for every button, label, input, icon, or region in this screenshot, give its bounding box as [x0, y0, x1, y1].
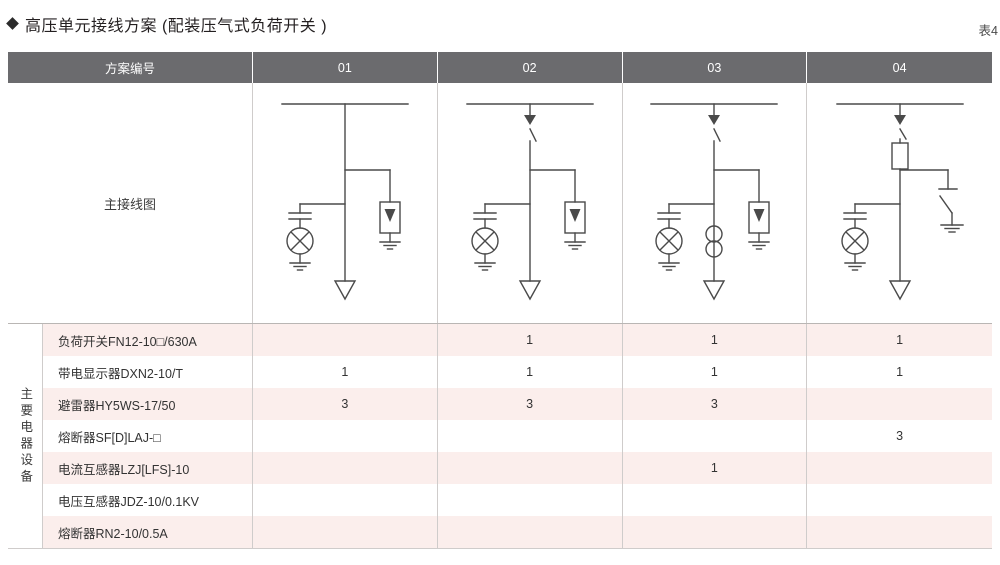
- equipment-value-02: [438, 420, 623, 452]
- equipment-value-03: 3: [623, 388, 808, 420]
- equipment-value-01: 3: [253, 388, 438, 420]
- cable-termination-symbol: [333, 280, 357, 301]
- table-number-label: 表4: [978, 24, 998, 38]
- diagram-row: 主接线图: [8, 83, 992, 324]
- cable-termination-symbol: [703, 280, 726, 301]
- equipment-value-02: [438, 516, 623, 548]
- circuit-diagram-04: [835, 103, 964, 301]
- equipment-name: 电流互感器LZJ[LFS]-10: [43, 452, 253, 484]
- page-header: 高压单元接线方案 (配装压气式负荷开关 ) 表4: [0, 0, 1000, 52]
- equipment-name: 避雷器HY5WS-17/50: [43, 388, 253, 420]
- current-transformer-lower: [705, 240, 724, 258]
- equipment-group-label-text: 主要电器设备: [18, 386, 33, 486]
- equipment-value-04: [807, 452, 992, 484]
- equipment-value-03: 1: [623, 324, 808, 356]
- cable-termination-symbol: [518, 280, 541, 301]
- equipment-value-03: 1: [623, 356, 808, 388]
- equipment-value-02: 3: [438, 388, 623, 420]
- equipment-rows: 负荷开关FN12-10□/630A 1 1 1 带电显示器DXN2-10/T 1…: [43, 324, 992, 548]
- equipment-value-03: [623, 420, 808, 452]
- equipment-value-04: 1: [896, 365, 904, 379]
- current-transformer-upper: [705, 225, 724, 243]
- equipment-value-01: [253, 452, 438, 484]
- equipment-name: 熔断器RN2-10/0.5A: [43, 516, 253, 548]
- scheme-table: 方案编号 01 02 03 04 主接线图: [8, 52, 992, 549]
- load-switch-blade: [898, 128, 907, 140]
- header-col-01: 01: [253, 52, 438, 83]
- table-row: 避雷器HY5WS-17/50 3 3 3: [43, 388, 992, 420]
- table-row: 电流互感器LZJ[LFS]-10 1: [43, 452, 992, 484]
- load-switch-blade: [713, 128, 722, 142]
- diagram-cell-01: [253, 83, 438, 323]
- page-title: 高压单元接线方案 (配装压气式负荷开关 ): [25, 18, 328, 35]
- load-switch-blade: [528, 128, 537, 142]
- diamond-bullet-icon: [6, 17, 19, 30]
- equipment-value-04: [807, 388, 992, 420]
- equipment-value-01: [253, 420, 438, 452]
- equipment-value-04: [807, 484, 992, 516]
- equipment-name: 电压互感器JDZ-10/0.1KV: [43, 484, 253, 516]
- diagram-cell-04: [807, 83, 992, 323]
- equipment-value-02: [438, 484, 623, 516]
- equipment-value-02: 1: [438, 324, 623, 356]
- equipment-value-01: [253, 516, 438, 548]
- table-row: 电压互感器JDZ-10/0.1KV: [43, 484, 992, 516]
- header-col-03: 03: [623, 52, 808, 83]
- load-switch-arrow: [893, 115, 906, 125]
- header-col-04: 04: [892, 60, 907, 75]
- equipment-value-02: [438, 452, 623, 484]
- equipment-name: 带电显示器DXN2-10/T: [43, 356, 253, 388]
- diagram-cell-03: [623, 83, 808, 323]
- load-switch-arrow: [708, 115, 721, 125]
- table-row: 熔断器SF[D]LAJ-□ 3: [43, 420, 992, 452]
- diagram-cell-02: [438, 83, 623, 323]
- equipment-name: 负荷开关FN12-10□/630A: [43, 324, 253, 356]
- equipment-group-label: 主要电器设备: [8, 324, 43, 548]
- earthing-switch-blade: [938, 195, 953, 214]
- table-bottom-border: [8, 548, 992, 549]
- table-row: 熔断器RN2-10/0.5A: [43, 516, 992, 548]
- diagram-row-label: 主接线图: [8, 83, 253, 323]
- circuit-diagram-02: [465, 103, 594, 301]
- header-scheme-number: 方案编号: [8, 52, 253, 83]
- table-row: 带电显示器DXN2-10/T 1 1 1 1: [43, 356, 992, 388]
- equipment-value-03: [623, 516, 808, 548]
- equipment-value-04: [807, 516, 992, 548]
- cable-termination-symbol: [888, 280, 911, 301]
- table-header-row: 方案编号 01 02 03 04: [8, 52, 992, 83]
- load-switch-arrow: [523, 115, 536, 125]
- header-col-02: 02: [438, 52, 623, 83]
- equipment-value-03: 1: [623, 452, 808, 484]
- equipment-value-03: [623, 484, 808, 516]
- equipment-value-01: 1: [253, 356, 438, 388]
- equipment-value-04: 1: [896, 333, 904, 347]
- fuse-body: [890, 142, 909, 170]
- equipment-name: 熔断器SF[D]LAJ-□: [43, 420, 253, 452]
- equipment-value-04: 3: [896, 429, 904, 443]
- table-row: 负荷开关FN12-10□/630A 1 1 1: [43, 324, 992, 356]
- circuit-diagram-03: [650, 103, 779, 301]
- equipment-value-01: [253, 484, 438, 516]
- equipment-value-02: 1: [438, 356, 623, 388]
- circuit-diagram-01: [281, 103, 409, 301]
- equipment-value-01: [253, 324, 438, 356]
- equipment-section: 主要电器设备 负荷开关FN12-10□/630A 1 1 1 带电显示器DXN2…: [8, 324, 992, 548]
